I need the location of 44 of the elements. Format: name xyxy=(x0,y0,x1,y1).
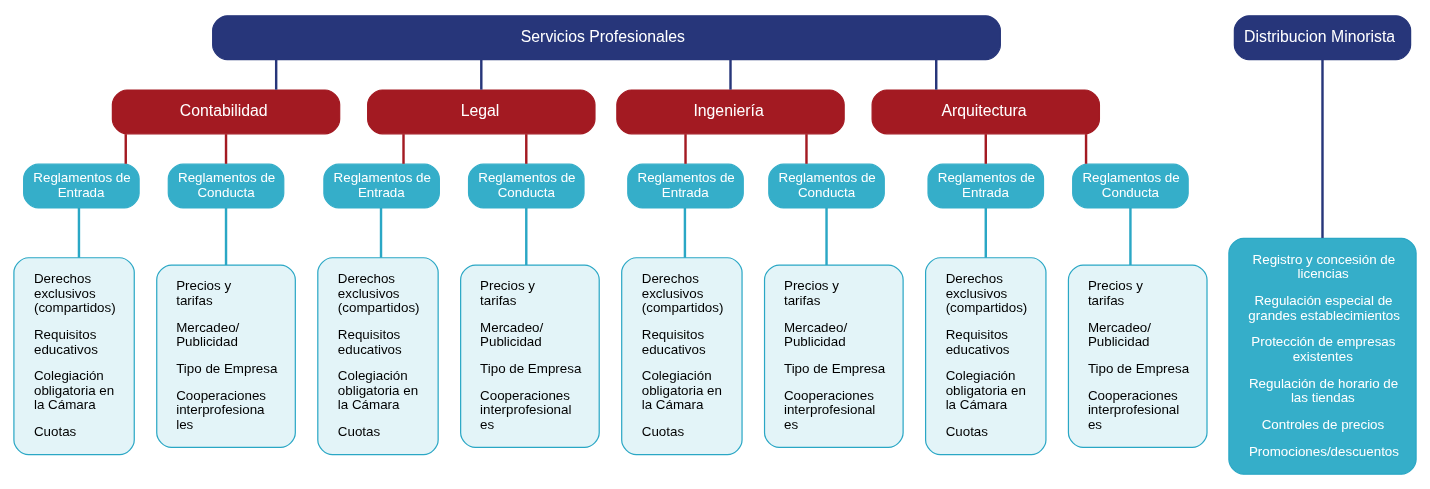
connector xyxy=(1084,133,1088,164)
node-box: Precios y tarifas Mercadeo/ Publicidad Tipo de Empresa Cooperaciones interprofesional es xyxy=(763,263,904,448)
connector xyxy=(480,59,483,90)
connector xyxy=(984,133,987,164)
node-box: Ingeniería xyxy=(616,88,845,134)
connector xyxy=(274,59,278,90)
connector xyxy=(402,133,405,164)
connector xyxy=(224,133,228,164)
connector xyxy=(1129,207,1132,265)
node-box: Precios y tarifas Mercadeo/ Publicidad Tipo de Empresa Cooperaciones interprofesiona les xyxy=(156,263,296,448)
node-box: Precios y tarifas Mercadeo/ Publicidad Tipo de Empresa Cooperaciones interprofesional es xyxy=(460,263,600,448)
connector xyxy=(77,207,81,258)
connector xyxy=(224,207,228,265)
node-box: Derechos exclusivos (compartidos) Requisitos educativos Colegiación obligatoria en la Cámara Cuotas xyxy=(317,256,439,455)
node-box: Servicios Profesionales xyxy=(212,14,1001,60)
node-box: Reglamentos de Entrada xyxy=(323,163,440,209)
node-box: Derechos exclusivos (compartidos) Requisitos educativos Colegiación obligatoria en la Cámara Cuotas xyxy=(925,256,1047,455)
node-box: Reglamentos de Entrada xyxy=(927,163,1045,209)
node-box: Reglamentos de Conducta xyxy=(467,163,585,209)
connector xyxy=(379,207,383,258)
node-box: Reglamentos de Entrada xyxy=(23,163,140,209)
node-box: Registro y concesión de licencias Regulación especial de grandes establecimientos Protección de empresas existentes Regulación de horario de las tiendas Controles de precios Promociones/descuentos xyxy=(1228,237,1417,475)
node-box: Reglamentos de Entrada xyxy=(627,163,744,209)
node-box: Reglamentos de Conducta xyxy=(167,163,285,209)
connector xyxy=(729,59,732,90)
node-box: Derechos exclusivos (compartidos) Requisitos educativos Colegiación obligatoria en la Cámara Cuotas xyxy=(621,256,743,455)
connector xyxy=(1321,59,1324,238)
connector xyxy=(825,207,828,265)
node-box: Distribucion Minorista xyxy=(1233,14,1412,60)
connector xyxy=(684,133,687,164)
node-box: Reglamentos de Conducta xyxy=(768,163,885,209)
node-box: Reglamentos de Conducta xyxy=(1072,163,1189,209)
connector xyxy=(935,59,938,90)
node-box: Contabilidad xyxy=(111,88,341,134)
connector xyxy=(124,133,127,164)
node-box: Legal xyxy=(367,88,596,134)
node-box: Derechos exclusivos (compartidos) Requisitos educativos Colegiación obligatoria en la Cámara Cuotas xyxy=(13,256,135,455)
connector xyxy=(683,207,687,258)
connector xyxy=(525,133,528,164)
node-box: Arquitectura xyxy=(871,88,1101,134)
connector xyxy=(984,207,987,258)
connector xyxy=(525,207,528,265)
connector xyxy=(805,133,808,164)
node-box: Precios y tarifas Mercadeo/ Publicidad Tipo de Empresa Cooperaciones interprofesional es xyxy=(1067,263,1208,448)
